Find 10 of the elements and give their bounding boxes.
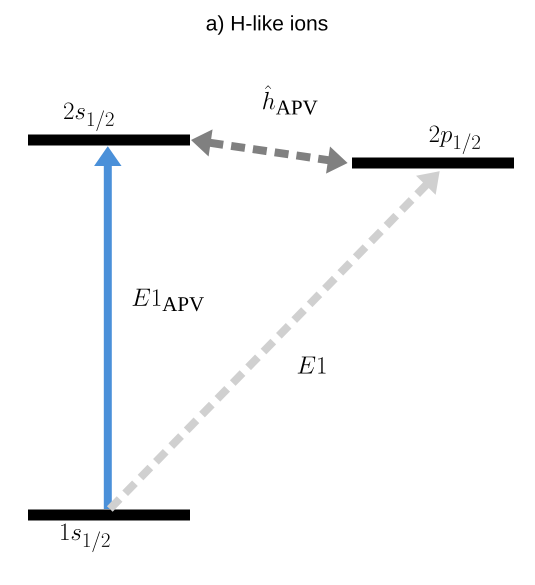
- title: a) H-like ions: [206, 15, 328, 35]
- edge-label: $E1_{\mathrm{APV}}$: [132, 288, 204, 312]
- edge-label: $\hat{h}_{\mathrm{APV}}$: [263, 85, 318, 115]
- node-label: $2s_{1/2}$: [64, 102, 114, 132]
- node-label: $1s_{1/2}$: [61, 524, 110, 552]
- energy-level: $2p_{1/2}$: [352, 126, 514, 168]
- energy-level: $1s_{1/2}$: [28, 510, 190, 552]
- node-label: $2p_{1/2}$: [430, 126, 480, 154]
- energy-level: $2s_{1/2}$: [28, 102, 190, 146]
- edge-label: $E1$: [298, 356, 326, 374]
